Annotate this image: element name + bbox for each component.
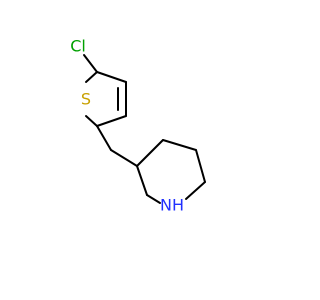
- nitrogen-label: NH: [160, 196, 184, 215]
- bond-c4p-c5p: [162, 139, 197, 151]
- bond-c6p-n: [185, 181, 206, 200]
- bond-c5p-c6p: [195, 149, 206, 183]
- structure-canvas: Cl S NH: [70, 37, 206, 215]
- bond-c5-cl: [83, 54, 98, 73]
- chlorine-label: Cl: [70, 37, 86, 56]
- bond-c5-c4: [96, 71, 127, 83]
- bond-c3p-c4p: [136, 139, 164, 167]
- bond-ch2-c3p: [110, 149, 138, 167]
- bond-c2-s: [85, 115, 98, 127]
- bond-c3-c2: [96, 115, 127, 127]
- molecule-drawing: Cl S NH: [70, 37, 206, 215]
- sulfur-label: S: [81, 90, 91, 109]
- bond-c2p-c3p: [136, 165, 148, 196]
- bond-s-c5: [85, 71, 98, 83]
- bond-n-c2p: [146, 194, 161, 204]
- bond-c2-ch2: [96, 125, 112, 151]
